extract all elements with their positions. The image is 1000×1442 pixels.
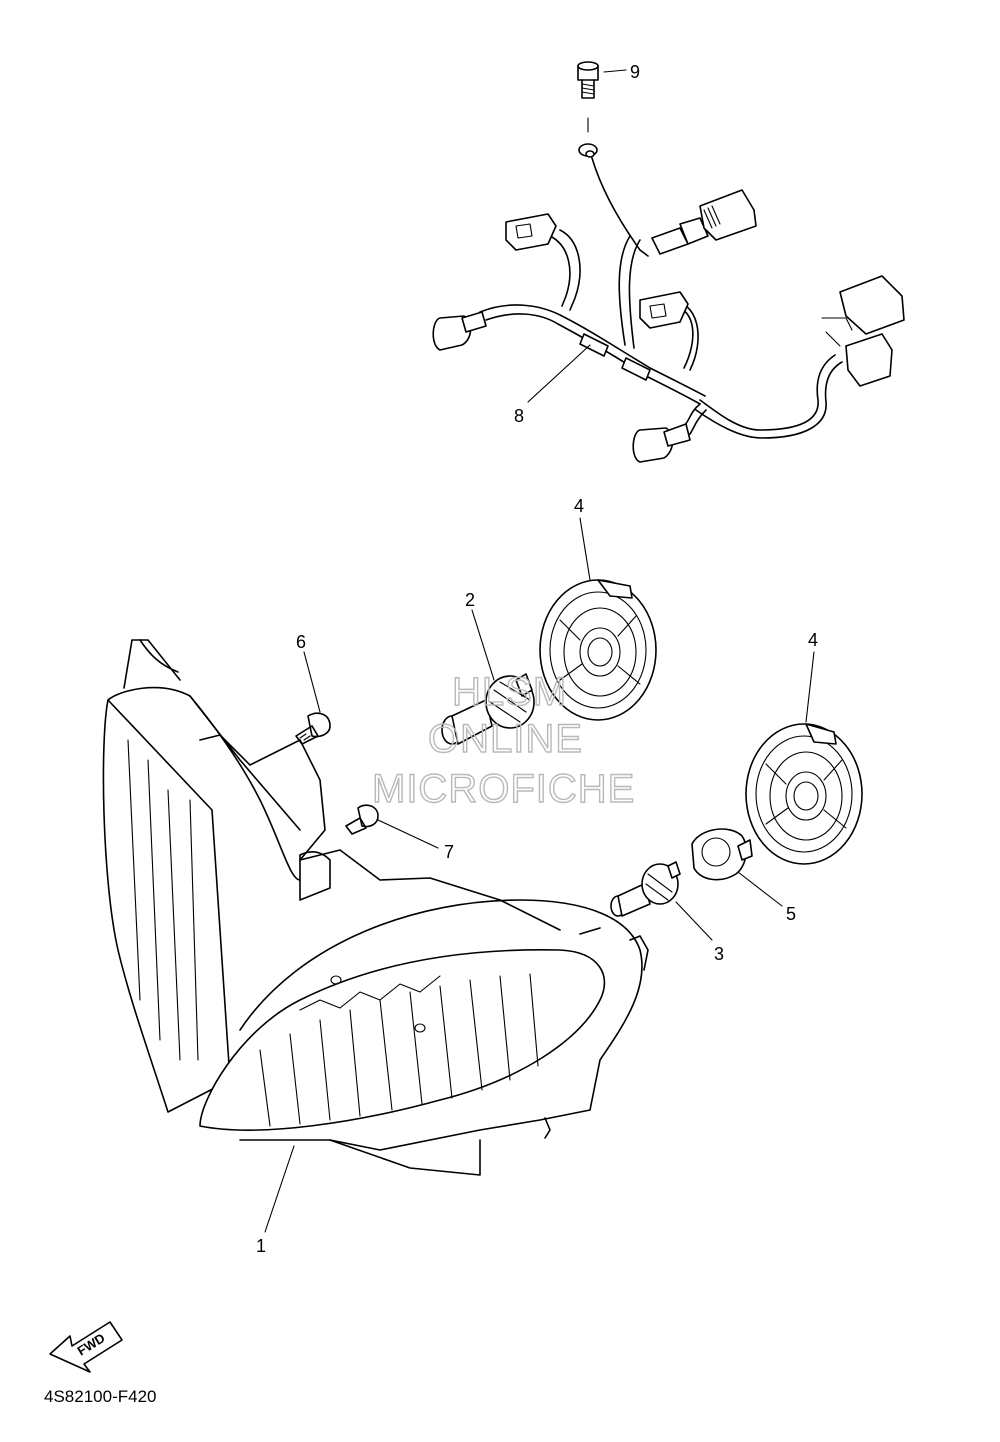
callout-label-7: 7 [444,842,454,862]
bulb-part-3[interactable] [610,861,713,941]
socket-cover-part-4-lower[interactable] [745,651,863,865]
callout-label-4-upper: 4 [574,496,584,516]
callout-label-9: 9 [630,62,640,82]
forward-direction-arrow-icon: FWD [49,1321,123,1373]
washer-part-9[interactable] [578,143,598,158]
callout-label-8: 8 [514,406,524,426]
socket-cover-part-4-upper[interactable] [539,517,657,721]
callout-label-5: 5 [786,904,796,924]
socket-part-5[interactable] [691,828,783,907]
watermark-line-3: MICROFICHE [372,767,635,811]
wire-harness-part-8[interactable] [432,157,905,463]
diagram-code: 4S82100-F420 [44,1387,156,1406]
callout-label-3: 3 [714,944,724,964]
watermark-line-2: ONLINE [428,717,583,761]
screw-part-7[interactable] [345,804,439,849]
callout-label-6: 6 [296,632,306,652]
callout-label-4-lower: 4 [808,630,818,650]
watermark-line-1: HLSM [452,670,567,714]
callout-label-2: 2 [465,590,475,610]
screw-part-6[interactable] [295,651,331,745]
bulb-part-2[interactable] [441,609,535,745]
callout-label-1: 1 [256,1236,266,1256]
bolt-part-9[interactable] [577,61,599,133]
leader-line-9 [603,69,627,73]
